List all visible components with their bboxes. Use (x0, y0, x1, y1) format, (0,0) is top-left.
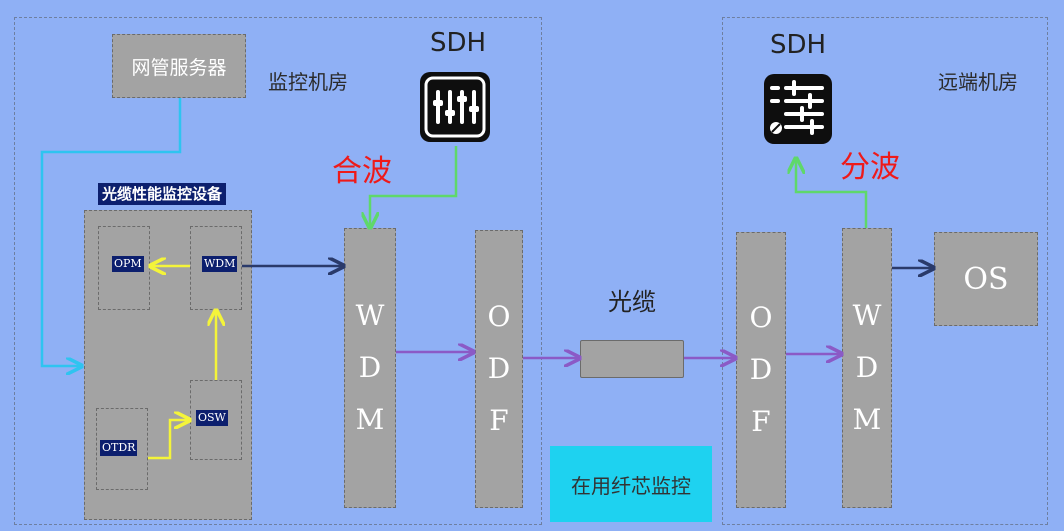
wdm-small-label: WDM (202, 256, 238, 272)
odf-left-letter-f: F (489, 404, 509, 437)
split-label: 分波 (840, 150, 900, 185)
sdh-right-label: SDH (770, 30, 827, 60)
odf-right-letter-f: F (751, 405, 771, 438)
remote-room-label: 远端机房 (938, 70, 1018, 94)
equalizer-icon (424, 76, 486, 138)
sdh-left-icon (420, 72, 490, 142)
sdh-left-label: SDH (430, 28, 487, 58)
control-room-region (14, 17, 542, 525)
odf-right-letter-d: D (749, 353, 773, 386)
otdr-module (96, 408, 148, 490)
odf-left-letter-o: O (487, 300, 511, 333)
osw-label: OSW (196, 410, 228, 426)
nms-server-box: 网管服务器 (112, 34, 246, 98)
wdm-left-letter-m: M (355, 403, 385, 436)
opm-label: OPM (112, 256, 144, 272)
otdr-to-osw-arrow (148, 420, 188, 460)
fiber-monitor-label: 在用纤芯监控 (571, 473, 691, 498)
cable-label: 光缆 (608, 288, 656, 316)
combine-label: 合波 (332, 154, 392, 189)
nms-server-label: 网管服务器 (131, 56, 227, 79)
wdm-right-box: W D M (842, 228, 892, 508)
remote-room-region (722, 17, 1048, 525)
sdh-left-link-line (370, 146, 458, 226)
otdr-label: OTDR (100, 440, 138, 456)
cable-segment (580, 340, 684, 378)
monitor-device-title: 光缆性能监控设备 (98, 183, 227, 205)
control-room-label: 监控机房 (268, 70, 348, 94)
wdm-left-letter-w: W (355, 299, 385, 332)
wdm-left-box: W D M (344, 228, 396, 508)
fiber-monitor-box: 在用纤芯监控 (550, 446, 712, 522)
wdm-left-letter-d: D (358, 351, 382, 384)
wdm-right-letter-d: D (855, 351, 879, 384)
list-settings-icon (770, 80, 824, 135)
wdm-right-letter-m: M (852, 403, 882, 436)
odf-left-letter-d: D (487, 352, 511, 385)
sdh-right-link-line (796, 160, 868, 228)
os-box: OS (934, 232, 1038, 326)
odf-right-box: O D F (736, 232, 786, 508)
sdh-right-icon (764, 74, 832, 144)
nms-link-line (40, 98, 182, 366)
odf-left-box: O D F (475, 230, 523, 508)
os-label: OS (963, 261, 1009, 297)
wdm-right-letter-w: W (852, 299, 882, 332)
odf-right-letter-o: O (749, 301, 773, 334)
